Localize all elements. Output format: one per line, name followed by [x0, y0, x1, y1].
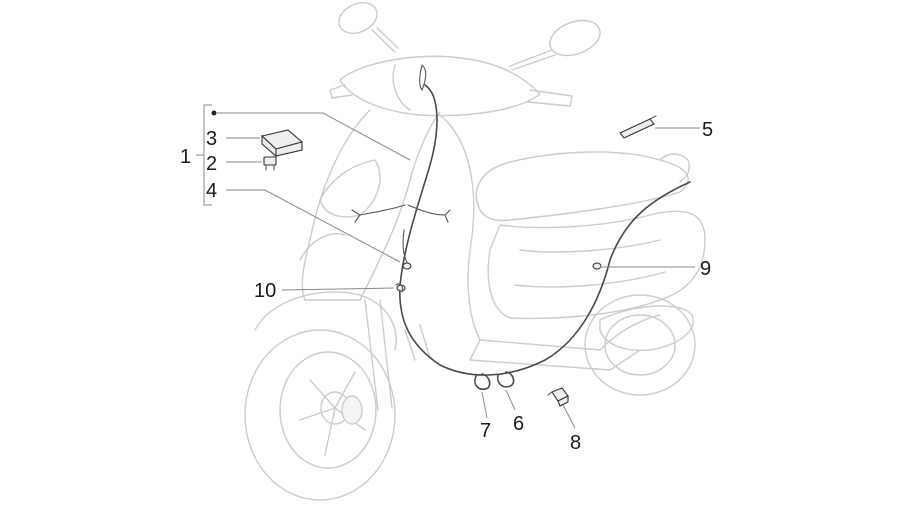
right-mirror: [549, 19, 601, 57]
callout-labels: 1 2 3 4 5 6 7 8 9 10: [180, 119, 713, 454]
callout-9: 9: [700, 258, 711, 280]
callout-3: 3: [206, 128, 217, 150]
front-wheel: [244, 329, 396, 501]
floorboard: [439, 114, 661, 351]
front-shield: [301, 109, 441, 301]
callout-1: 1: [180, 146, 191, 168]
part-5-cable-strip: [619, 115, 657, 139]
left-mirror: [338, 2, 378, 34]
exhaust: [599, 305, 694, 352]
callout-10: 10: [254, 280, 276, 302]
part-6-clamp: [496, 371, 515, 388]
callout-8: 8: [570, 432, 581, 454]
part-7-clamp: [474, 373, 491, 391]
handlebar-cover: [339, 55, 541, 117]
front-fender: [254, 291, 397, 351]
scooter-outline: [244, 2, 706, 501]
part-2-fuse: [263, 156, 277, 171]
leader-lines: [196, 104, 700, 429]
callout-6: 6: [513, 413, 524, 435]
seat: [475, 151, 689, 222]
callout-4: 4: [206, 180, 217, 202]
part-8-connector: [547, 387, 569, 407]
rear-body: [487, 210, 706, 320]
callout-5: 5: [702, 119, 713, 141]
callout-2: 2: [206, 153, 217, 175]
callout-7: 7: [480, 420, 491, 442]
part-10-clip: [395, 283, 404, 293]
part-3-relay-box: [260, 129, 304, 158]
rear-wheel: [584, 294, 696, 396]
front-fork: [364, 299, 393, 411]
wiring-harness: [351, 64, 691, 376]
